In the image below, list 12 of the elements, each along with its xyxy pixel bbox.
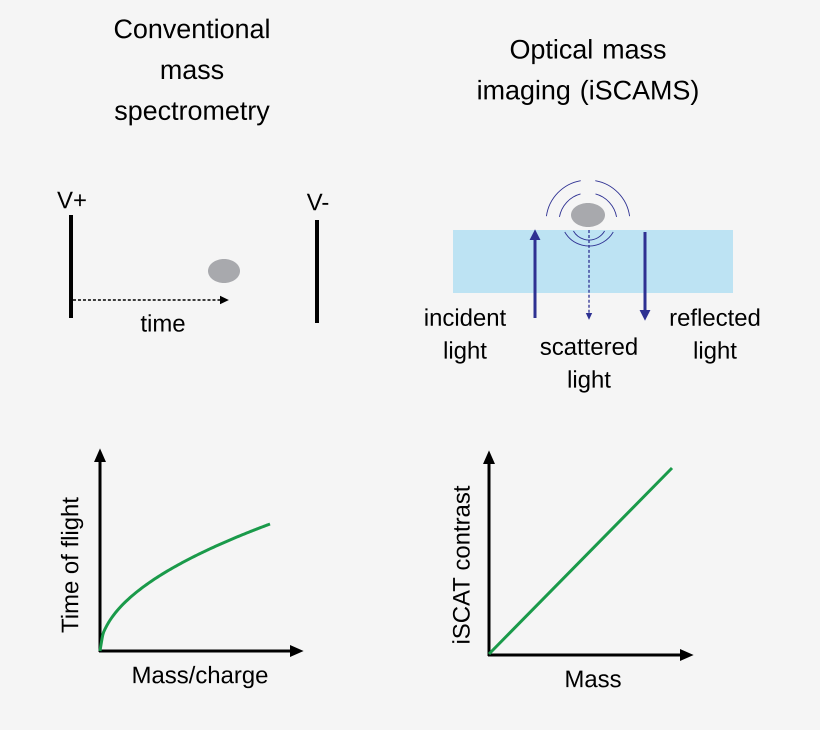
label: V+	[57, 192, 86, 208]
label: incident light	[425, 308, 506, 364]
label: time	[140, 314, 185, 332]
label: V-	[306, 194, 328, 210]
label: reflected light	[670, 308, 760, 364]
label: iSCAT contrast	[452, 486, 470, 643]
label: Mass	[566, 670, 621, 688]
heading: Conventional mass spectrometry	[114, 18, 270, 126]
label: Mass/charge	[134, 666, 268, 688]
label: scattered light	[540, 337, 637, 393]
label: Time of flight	[60, 497, 84, 632]
heading: Optical mass imaging (iSCAMS)	[478, 39, 698, 105]
